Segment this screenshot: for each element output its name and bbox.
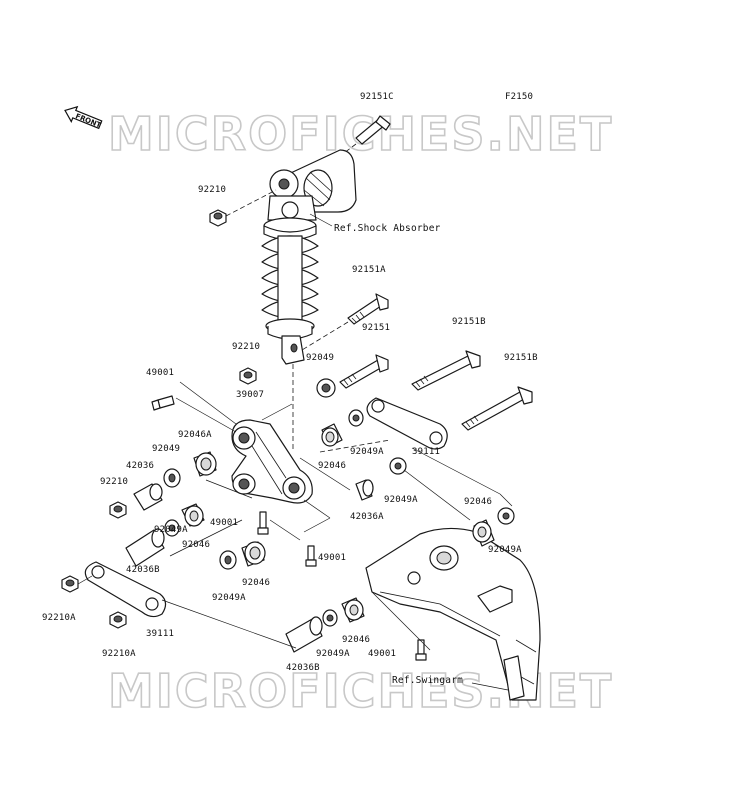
collar-92049-left [163, 468, 181, 488]
callout-39111-upper: 39111 [412, 447, 440, 457]
shock-spring [261, 235, 319, 323]
callout-42036b-upper: 42036B [126, 565, 160, 575]
callout-92049a-rocker: 92049A [154, 525, 188, 535]
callout-92046-lower: 92046 [242, 578, 270, 588]
callout-92046-right: 92046 [464, 497, 492, 507]
callout-49001-swingarm: 49001 [368, 649, 396, 659]
callout-92151b-right: 92151B [504, 353, 538, 363]
part-callouts: 92151C 92210 92151A 92151 92151B 92151B … [42, 92, 538, 673]
callout-92046-mid: 92046 [318, 461, 346, 471]
bolt-92151 [339, 354, 389, 389]
grease-nipple-49001-upper [151, 395, 175, 411]
callout-92049a-lower: 92049A [212, 593, 246, 603]
bolt-92151c [355, 115, 391, 145]
grease-nipple-49001-lower [305, 545, 317, 567]
collar-92049-upper [316, 378, 336, 398]
callout-42036b-lower: 42036B [286, 663, 320, 673]
collar-92049a-right [389, 457, 407, 475]
bushing-92046-swingarm [341, 597, 365, 623]
callout-92210-left: 92210 [100, 477, 128, 487]
callout-92210-top: 92210 [198, 185, 226, 195]
collar-92049a-lower [219, 550, 237, 570]
tie-rod-39111-lower [84, 561, 167, 618]
sleeve-42036b-lower [285, 616, 323, 653]
callout-92049a-right: 92049A [384, 495, 418, 505]
nut-92210a-left [61, 575, 79, 593]
bushing-92046-lower [241, 541, 266, 567]
bushing-92046-rocker-lower [181, 503, 205, 527]
ref-swingarm: Ref.Swingarm [392, 675, 463, 686]
callout-92046a: 92046A [178, 430, 212, 440]
figure-code: F2150 [505, 92, 533, 102]
rocker-arm-39007 [231, 419, 313, 504]
callout-39007: 39007 [236, 390, 264, 400]
assembly-lines [77, 381, 513, 651]
shock-absorber [261, 115, 391, 452]
bushing-92046-right [472, 519, 495, 547]
bolt-92151b-right [461, 386, 533, 431]
sleeve-42036b-upper [125, 528, 165, 567]
callout-42036a: 42036A [350, 512, 384, 522]
callout-49001-mid: 49001 [210, 518, 238, 528]
ref-shock-absorber: Ref.Shock Absorber [334, 223, 441, 234]
watermark-top: MICROFICHES.NET [108, 107, 613, 161]
sleeve-42036 [133, 483, 163, 511]
callout-92049a-tierod: 92049A [350, 447, 384, 457]
front-arrow-icon: FRONT [64, 105, 103, 130]
callout-92210-mid: 92210 [232, 342, 260, 352]
nut-92210-lower [239, 367, 257, 385]
callout-49001-lower: 49001 [318, 553, 346, 563]
callout-92049-upper: 92049 [306, 353, 334, 363]
callout-92046-swingarm: 92046 [342, 635, 370, 645]
bushing-92046a [193, 451, 217, 477]
callout-92151c: 92151C [360, 92, 394, 102]
callout-92151b-upper: 92151B [452, 317, 486, 327]
bolt-92151b-upper [411, 350, 481, 391]
callout-92049-left: 92049 [152, 444, 180, 454]
callout-92151: 92151 [362, 323, 390, 333]
grease-nipple-49001-mid [257, 511, 269, 535]
callout-49001-upper: 49001 [146, 368, 174, 378]
callout-92210a-lower: 92210A [102, 649, 136, 659]
callout-92046-rocker: 92046 [182, 540, 210, 550]
nut-92210a-lower [109, 611, 127, 629]
collar-92049a-rocker-lower [164, 519, 180, 537]
grease-nipple-49001-swingarm [415, 639, 427, 661]
collar-92049a-swingarm [322, 609, 338, 627]
callout-92151a: 92151A [352, 265, 386, 275]
bushing-92046-mid [321, 423, 343, 447]
bolt-92151a [347, 293, 389, 325]
sleeve-42036a [355, 479, 374, 501]
front-label: FRONT [74, 112, 102, 130]
callout-92049a-swingarm: 92049A [316, 649, 350, 659]
callout-92049a-far-right: 92049A [488, 545, 522, 555]
swingarm [365, 527, 541, 701]
collar-92049a-tierod [348, 409, 364, 427]
nut-92210-left [109, 501, 127, 519]
callout-92210a-left: 92210A [42, 613, 76, 623]
callout-39111-lower: 39111 [146, 629, 174, 639]
collar-92049a-far-right [497, 507, 515, 525]
tie-rod-39111-upper [366, 397, 448, 450]
callout-42036: 42036 [126, 461, 154, 471]
nut-92210-upper [209, 209, 227, 227]
